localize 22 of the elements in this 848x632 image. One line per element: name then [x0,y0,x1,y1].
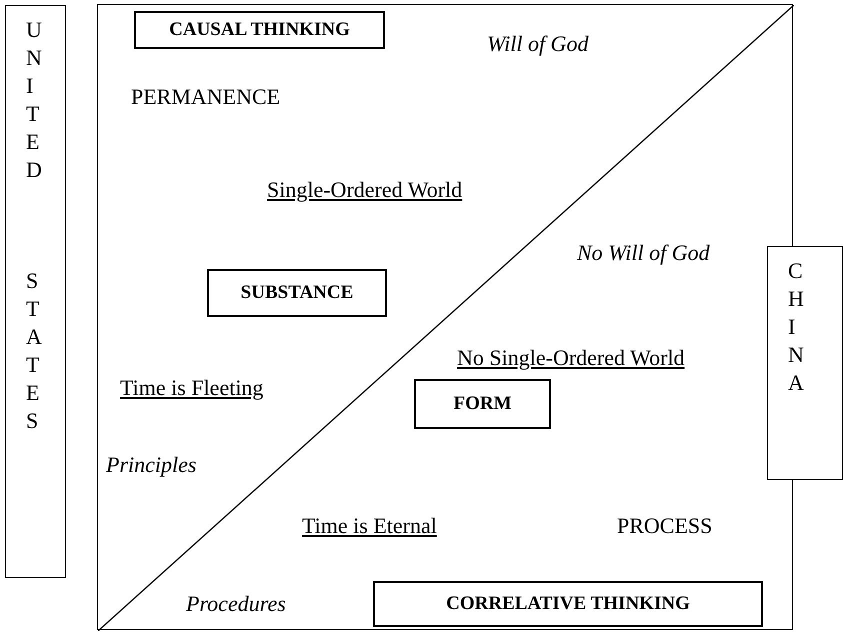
concept-text: Single-Ordered World [267,176,462,204]
concept-box [207,269,387,317]
concept-box [134,11,385,49]
concept-text: No Single-Ordered World [457,344,685,372]
concept-label: SUBSTANCE [240,280,354,305]
concept-text: PERMANENCE [131,83,280,111]
concept-box [414,379,551,429]
concept-text: PROCESS [617,512,712,540]
label-box [5,5,66,578]
concept-label: FORM [453,392,512,416]
vertical-label: UNITED STATES [26,16,43,435]
concept-text: Procedures [186,590,286,618]
vertical-label: CHINA [788,257,805,397]
concept-text: Time is Fleeting [120,374,264,402]
concept-text: Time is Eternal [302,512,437,540]
label-box [767,246,843,480]
concept-label: CORRELATIVE THINKING [446,592,690,616]
concept-text: Principles [106,451,196,479]
concept-box [373,581,763,627]
concept-label: CAUSAL THINKING [169,18,350,42]
concept-text: Will of God [487,30,588,58]
concept-text: No Will of God [577,239,710,267]
